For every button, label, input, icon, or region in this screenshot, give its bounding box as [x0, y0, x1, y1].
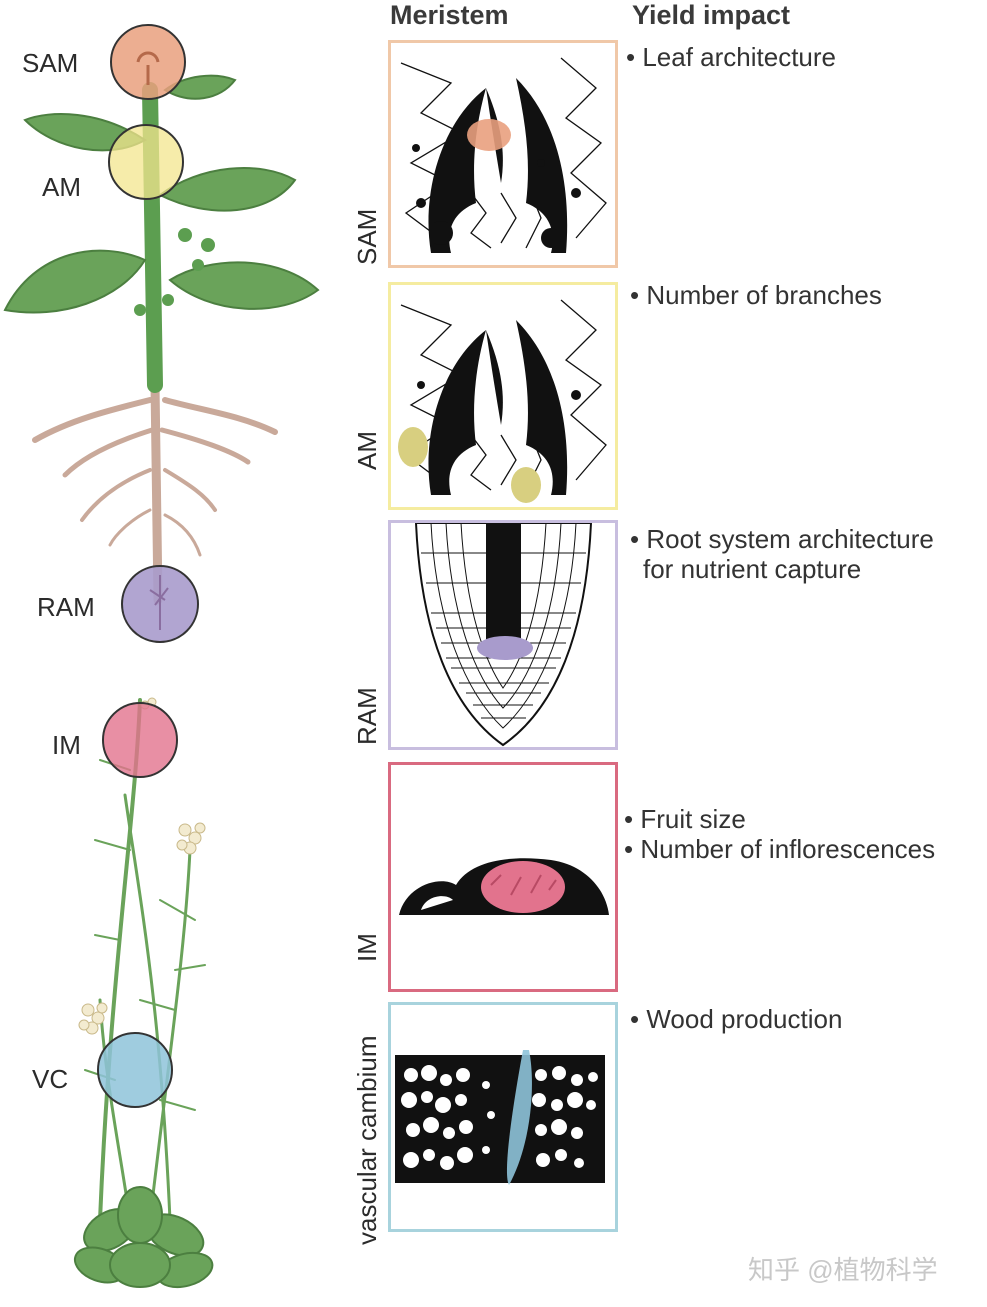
yield-ram-item-1: • Root system architecture [630, 524, 934, 554]
im-panel [388, 762, 618, 992]
ram-panel [388, 520, 618, 750]
am-micrograph [398, 299, 607, 503]
panel-label-vascular-cambium: vascular cambium [352, 1035, 382, 1245]
yield-sam-item: • Leaf architecture [626, 42, 836, 72]
im-circle [102, 702, 178, 778]
sam-micrograph [397, 49, 609, 259]
yield-impact-header: Yield impact [632, 0, 791, 30]
sam-circle [110, 24, 186, 100]
plant-label-im: IM [52, 730, 81, 760]
vc-panel [388, 1002, 618, 1232]
yield-ram-item-2: for nutrient capture [643, 554, 862, 584]
meristem-header: Meristem [390, 0, 509, 30]
leaves [3, 74, 320, 314]
vc-circle [97, 1032, 173, 1108]
plant-label-am: AM [42, 172, 81, 202]
panel-label-im: IM [352, 933, 382, 962]
rosette-leaves [73, 1186, 214, 1289]
panel-label-am: AM [352, 431, 382, 470]
inflorescence-plant [84, 698, 206, 1222]
root-system [32, 380, 278, 605]
yield-im-item-2: • Number of inflorescences [624, 834, 936, 864]
plant-illustration [3, 24, 320, 1289]
ram-micrograph [414, 523, 593, 747]
am-panel [388, 282, 618, 510]
im-micrograph [399, 858, 609, 915]
vc-micrograph [395, 1050, 605, 1185]
plant-label-ram: RAM [37, 592, 95, 622]
watermark-text: 知乎 @植物科学 [748, 1255, 938, 1285]
am-circle [108, 124, 184, 200]
yield-am-item: • Number of branches [630, 280, 882, 310]
yield-vc-item: • Wood production [630, 1004, 843, 1034]
flower-clusters [78, 697, 206, 1035]
panel-label-sam: SAM [352, 208, 382, 265]
plant-label-sam: SAM [22, 48, 79, 78]
sam-panel [388, 40, 618, 268]
panel-label-ram: RAM [352, 687, 382, 745]
yield-im-item-1: • Fruit size [624, 804, 746, 834]
plant-label-vc: VC [32, 1064, 69, 1094]
